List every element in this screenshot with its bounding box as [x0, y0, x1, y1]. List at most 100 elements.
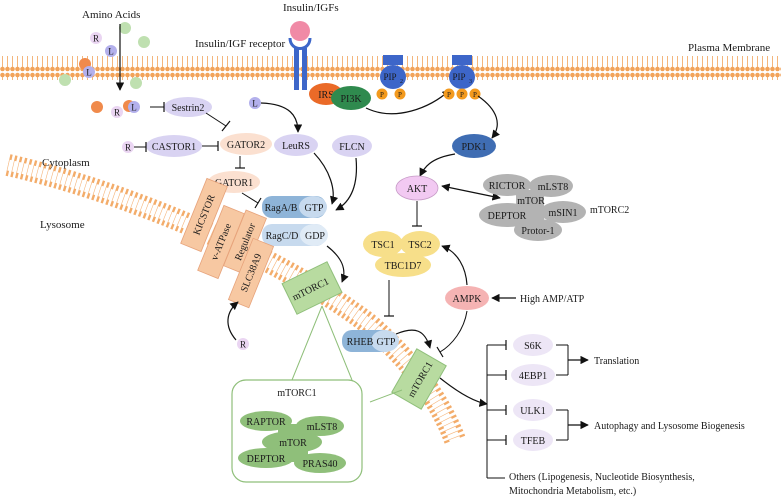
svg-text:S6K: S6K — [524, 341, 543, 352]
svg-text:TSC1: TSC1 — [371, 240, 394, 251]
svg-text:FLCN: FLCN — [339, 142, 365, 153]
vatpase-node: v-ATPase — [197, 204, 245, 280]
svg-text:mTORC1: mTORC1 — [277, 388, 316, 399]
gator1-inhibits-rag — [241, 192, 259, 204]
rheb-to-mtorc1-arrow — [395, 329, 433, 349]
ulk1-node — [513, 399, 553, 421]
svg-text:GTP: GTP — [377, 337, 396, 348]
svg-text:AKT: AKT — [407, 184, 428, 195]
svg-text:mLST8: mLST8 — [307, 422, 338, 433]
ampk-inhibits-mtorc1 — [439, 310, 468, 353]
high-amp-label: High AMP/ATP — [520, 294, 585, 305]
sestrin2-inhibits-gator2 — [205, 112, 227, 127]
translation-label: Translation — [594, 356, 639, 367]
svg-text:IRS: IRS — [318, 90, 334, 101]
svg-text:4EBP1: 4EBP1 — [519, 371, 547, 382]
svg-text:PIP: PIP — [452, 72, 465, 82]
svg-text:RagA/B: RagA/B — [265, 203, 298, 214]
pdk1-to-akt-arrow — [419, 153, 456, 177]
svg-text:ULK1: ULK1 — [520, 406, 546, 417]
svg-text:RHEB: RHEB — [347, 337, 374, 348]
flcn-to-rag-arrow — [335, 157, 358, 211]
svg-text:P: P — [380, 91, 384, 99]
mtorc1-inset: mTORC1 RAPTOR mLST8 mTOR DEPTOR PRAS40 — [231, 305, 403, 483]
others-label-line2: Mitochondria Metabolism, etc.) — [509, 486, 636, 497]
pip3-to-pdk1-arrow — [477, 95, 500, 139]
translation-bracket — [556, 344, 589, 376]
r-to-slc38a9-arrow — [227, 301, 239, 341]
svg-text:L: L — [108, 47, 114, 57]
svg-text:mTOR: mTOR — [279, 438, 307, 449]
svg-text:DEPTOR: DEPTOR — [247, 454, 286, 465]
pi3k-to-pip3-arrow — [365, 89, 451, 115]
svg-text:P: P — [398, 91, 402, 99]
gator2-node — [220, 133, 272, 155]
rag-gtpases: RagA/B GTP RagC/D GDP — [262, 196, 328, 246]
mtorc2-complex: RICTOR mLST8 mTOR DEPTOR mSIN1 Protor-1 — [479, 174, 586, 241]
svg-text:R: R — [125, 143, 131, 153]
castor1-node — [146, 135, 202, 157]
ampk-node — [445, 286, 489, 310]
svg-text:L: L — [86, 68, 92, 78]
sestrin2-node — [164, 97, 212, 117]
svg-text:R: R — [240, 340, 246, 350]
svg-text:P: P — [447, 91, 451, 99]
svg-text:2: 2 — [400, 79, 403, 85]
svg-text:GTP: GTP — [305, 203, 324, 214]
s6k-node — [513, 334, 553, 356]
pip2-node: PIP 2 P P — [376, 55, 406, 100]
pi3k-node — [331, 86, 371, 110]
mtorc1-lysosomal-node: mTORC1 — [281, 261, 343, 315]
amino-acids-label: Amino Acids — [82, 9, 140, 21]
svg-text:PRAS40: PRAS40 — [302, 459, 337, 470]
svg-text:CASTOR1: CASTOR1 — [152, 142, 196, 153]
svg-text:TSC2: TSC2 — [408, 240, 431, 251]
tfeb-node — [513, 429, 553, 451]
svg-text:L: L — [131, 103, 137, 113]
autophagy-label: Autophagy and Lysosome Biogenesis — [594, 421, 745, 432]
svg-text:GATOR2: GATOR2 — [227, 140, 265, 151]
lysosome-label: Lysosome — [40, 219, 85, 231]
akt-mtorc2-arrow — [441, 183, 501, 201]
l-to-leurs-arrow — [260, 102, 303, 133]
svg-text:mTOR: mTOR — [517, 196, 545, 207]
ampk-to-tsc2-arrow — [441, 244, 468, 286]
svg-text:TFEB: TFEB — [521, 436, 546, 447]
svg-text:RagC/D: RagC/D — [266, 231, 299, 242]
svg-text:TBC1D7: TBC1D7 — [385, 261, 422, 272]
svg-text:GDP: GDP — [305, 231, 325, 242]
svg-text:AMPK: AMPK — [453, 294, 483, 305]
downstream-bracket — [486, 340, 507, 479]
akt-node — [395, 175, 439, 201]
svg-text:L: L — [252, 99, 258, 109]
svg-text:R: R — [93, 34, 99, 44]
leurs-to-rag-arrow — [313, 152, 339, 205]
svg-text:DEPTOR: DEPTOR — [488, 211, 527, 222]
autophagy-bracket — [556, 409, 589, 441]
svg-text:RAPTOR: RAPTOR — [246, 417, 286, 428]
tsc-complex: TSC1 TSC2 TBC1D7 — [363, 231, 440, 277]
insulin-receptor — [288, 21, 312, 90]
kicstor-node: KICSTOR — [180, 177, 228, 253]
svg-text:RICTOR: RICTOR — [489, 181, 526, 192]
rag-to-mtorc1-arrow — [326, 245, 349, 283]
receptor-label: Insulin/IGF receptor — [195, 38, 285, 50]
svg-text:mLST8: mLST8 — [538, 182, 569, 193]
insulin-label: Insulin/IGFs — [283, 2, 339, 14]
svg-text:Protor-1: Protor-1 — [521, 226, 554, 237]
4ebp1-node — [511, 364, 555, 386]
others-label-line1: Others (Lipogenesis, Nucleotide Biosynth… — [509, 472, 695, 483]
svg-text:LeuRS: LeuRS — [282, 141, 310, 152]
amino-acid-R-L-markers: R L L R L R L R — [83, 32, 261, 350]
svg-text:GATOR1: GATOR1 — [215, 178, 253, 189]
svg-text:P: P — [460, 91, 464, 99]
svg-text:PIP: PIP — [383, 72, 396, 82]
svg-text:3: 3 — [469, 79, 472, 85]
rheb-node: RHEB GTP — [342, 330, 399, 352]
svg-text:PI3K: PI3K — [340, 94, 362, 105]
leurs-node — [274, 134, 318, 156]
svg-text:Sestrin2: Sestrin2 — [172, 103, 205, 114]
mtorc1-active-node: mTORC1 — [391, 348, 447, 410]
pdk1-node — [452, 134, 496, 158]
